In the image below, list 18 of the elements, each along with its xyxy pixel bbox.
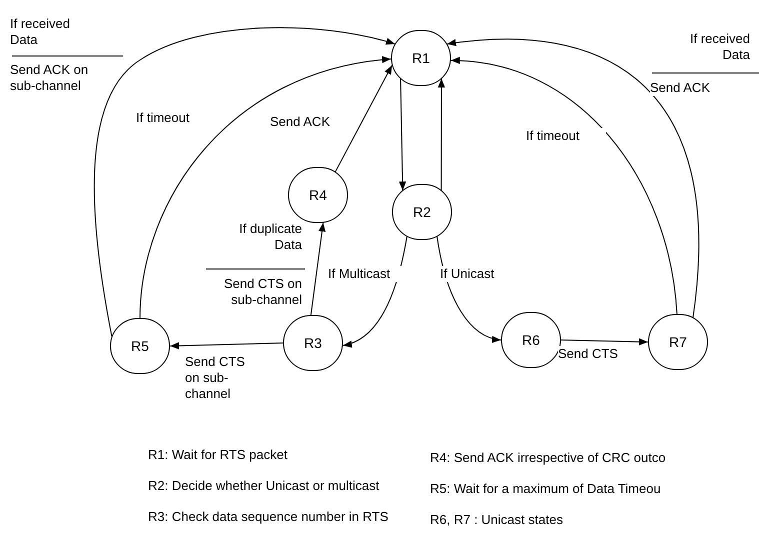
- arrow: [436, 236, 502, 342]
- state-description: R6, R7 : Unicast states: [430, 512, 563, 528]
- arrow: [342, 236, 408, 347]
- arrow: [310, 222, 326, 316]
- state-description: R3: Check data sequence number in RTS: [148, 509, 388, 525]
- state-description: R4: Send ACK irrespective of CRC outco: [430, 450, 666, 466]
- arrow: [450, 58, 678, 315]
- arrow: [94, 27, 396, 337]
- state-description: R1: Wait for RTS packet: [148, 447, 288, 463]
- arrow: [560, 338, 648, 346]
- arrow: [446, 38, 699, 318]
- arrow: [398, 78, 406, 192]
- arrow: [140, 56, 392, 318]
- state-description: R5: Wait for a maximum of Data Timeou: [430, 481, 661, 497]
- arrow: [334, 64, 393, 173]
- arrow: [170, 342, 284, 350]
- arrow: [438, 78, 446, 192]
- state-description: R2: Decide whether Unicast or multicast: [148, 478, 380, 494]
